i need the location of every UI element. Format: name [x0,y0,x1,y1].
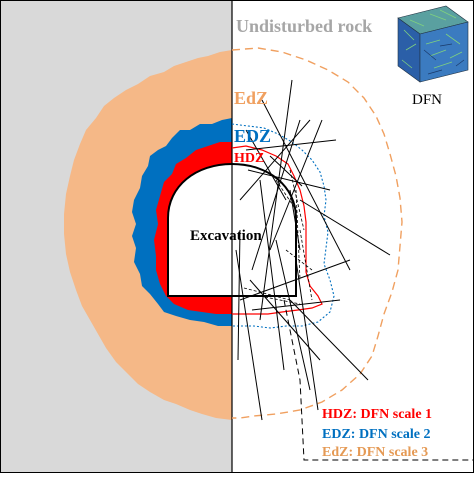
micro-fracture [285,249,313,271]
cube-fractures [401,9,463,69]
cube-right-face [419,21,469,83]
micro-fracture [295,189,301,281]
edz-inner-label: EDZ [234,126,271,146]
fracture-line [239,119,311,201]
micro-fracture [243,287,291,301]
fracture-line [245,129,287,201]
fracture-line [269,155,303,187]
excavation-label: Excavation [190,228,262,244]
fracture-line [247,169,331,191]
micro-fracture [289,169,305,231]
fracture-line [275,239,311,391]
fracture-line [245,139,337,151]
fracture-line [259,179,285,371]
undisturbed-rock-label: Undisturbed rock [236,16,372,36]
fracture-line [295,259,319,411]
cube-fracture-strokes [409,9,457,27]
leader-line [283,299,474,461]
cube-fracture-strokes [425,33,463,69]
micro-fractures [243,169,313,305]
hdz-label: HDZ [234,151,264,166]
edz-outer-label: EdZ [234,88,268,108]
cube-fractures-dark [423,43,465,75]
fracture-network [235,79,391,421]
legend-edz: EDZ: DFN scale 2 [322,427,431,442]
fracture-line [251,299,341,311]
fracture-line [237,229,241,361]
fracture-line [289,299,369,381]
dfn-cube-icon [397,5,469,83]
fracture-line [235,249,263,421]
legend-hdz: HDZ: DFN scale 1 [322,407,432,422]
legend-edz-outer: EdZ: DFN scale 3 [322,445,428,460]
micro-fracture [275,179,297,211]
edz-dashed-outline [231,47,403,419]
edz-dotted-outline [231,123,335,329]
fracture-line [261,99,351,271]
fracture-line [259,79,293,321]
cube-fracture-strokes [401,29,417,69]
legend: HDZ: DFN scale 1 EDZ: DFN scale 2 EdZ: D… [322,407,432,460]
micro-fracture [259,295,301,305]
fracture-line [239,259,351,301]
fracture-line [269,119,323,251]
micro-fracture [299,229,313,301]
cube-fracture-strokes [423,43,465,75]
dfn-label: DFN [412,92,442,108]
fracture-line [299,199,391,256]
hdz-outline [231,145,323,315]
